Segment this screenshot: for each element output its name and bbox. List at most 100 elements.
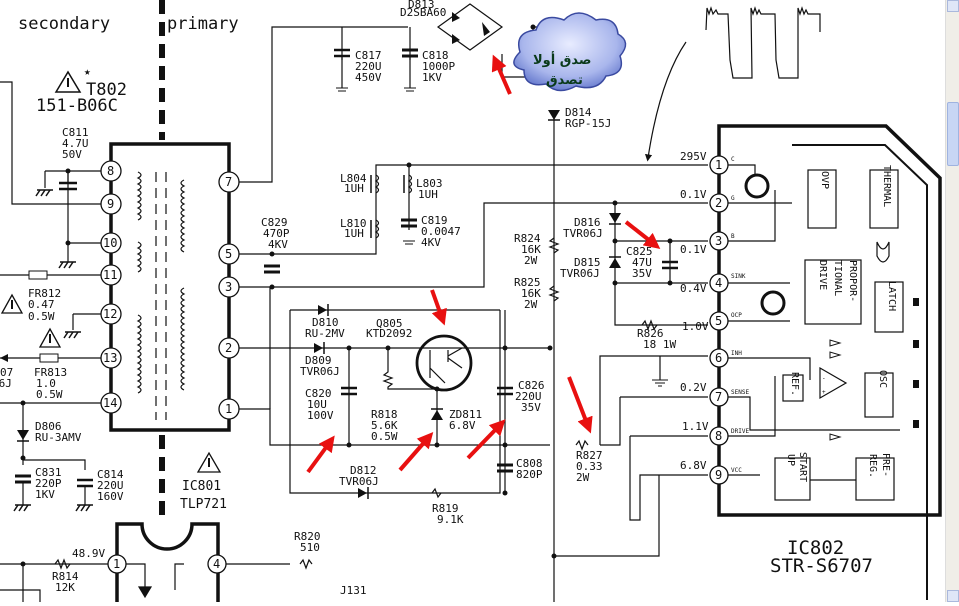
svg-text:14: 14 [103, 396, 117, 410]
svg-text:2W: 2W [524, 254, 538, 267]
svg-text:0.5W: 0.5W [371, 430, 398, 443]
svg-text:TLP721: TLP721 [180, 497, 227, 512]
ic801-label: IC801 TLP721 [180, 451, 227, 512]
svg-text:C: C [731, 156, 735, 163]
t802-pin-11: 11 [100, 264, 122, 286]
svg-text:4KV: 4KV [268, 238, 288, 251]
ground-symbol-pin6 [652, 379, 668, 387]
t802-pin-13: 13 [100, 347, 122, 369]
svg-text:-: - [822, 375, 826, 382]
svg-text:Q805: Q805 [376, 317, 403, 330]
svg-text:3: 3 [715, 234, 722, 248]
diode-d812: D812 TVR06J [339, 464, 379, 499]
t802-pin-8: 8 [100, 160, 122, 182]
t802-pin-5: 5 [218, 243, 240, 265]
secondary-label: secondary [18, 14, 110, 34]
svg-text:L810: L810 [340, 217, 367, 230]
vertical-scrollbar[interactable] [945, 0, 959, 602]
svg-text:C819: C819 [421, 214, 448, 227]
svg-text:8: 8 [107, 164, 114, 178]
svg-text:PRE-: PRE- [880, 453, 891, 477]
svg-text:06J: 06J [0, 377, 12, 390]
ic802-pin-3: 30.1VB [680, 231, 735, 256]
ic802-package [717, 124, 942, 517]
svg-text:INH: INH [731, 350, 742, 357]
svg-text:FR812: FR812 [28, 287, 61, 300]
svg-text:R818: R818 [371, 408, 398, 421]
svg-text:1: 1 [225, 402, 232, 416]
svg-text:D809: D809 [305, 354, 332, 367]
capacitor-c808: C808 820P [497, 457, 543, 481]
svg-text:START: START [797, 452, 808, 482]
svg-text:9: 9 [107, 197, 114, 211]
ic802-part-label: STR-S6707 [770, 555, 873, 577]
capacitor-c817: C817 220U 450V [334, 48, 382, 92]
schematic-canvas: secondary primary ★ T802 151-B06C 8 9 10… [0, 0, 942, 602]
svg-text:8: 8 [715, 429, 722, 443]
svg-text:5: 5 [715, 314, 722, 328]
svg-text:151-B06C: 151-B06C [36, 96, 118, 116]
svg-text:C814: C814 [97, 468, 124, 481]
resistor-r818: R818 5.6K 0.5W [371, 348, 437, 443]
svg-text:R819: R819 [432, 502, 459, 515]
svg-text:1: 1 [715, 158, 722, 172]
waveform-trace [705, 6, 821, 79]
svg-text:4: 4 [715, 276, 722, 290]
transistor-q805: Q805 KTD2092 [366, 317, 473, 392]
svg-text:18 1W: 18 1W [643, 338, 676, 351]
red-arrow-d813 [491, 54, 512, 95]
svg-text:160V: 160V [97, 490, 124, 503]
scroll-up-button[interactable] [947, 0, 959, 12]
svg-text:OVP: OVP [819, 171, 830, 189]
svg-text:5.6K: 5.6K [371, 419, 398, 432]
svg-text:0.5W: 0.5W [28, 310, 55, 323]
capacitor-c825: C825 47U 35V [626, 241, 678, 283]
svg-text:48.9V: 48.9V [72, 547, 105, 560]
scroll-thumb[interactable] [947, 102, 959, 166]
warning-icon [0, 293, 24, 314]
svg-text:FR813: FR813 [34, 366, 67, 379]
svg-text:220U: 220U [355, 60, 382, 73]
svg-text:0.2V: 0.2V [680, 381, 707, 394]
svg-text:9.1K: 9.1K [437, 513, 464, 526]
diode-d816: D816 TVR06J [563, 213, 621, 240]
svg-text:R827: R827 [576, 449, 603, 462]
svg-text:TIONAL: TIONAL [832, 260, 843, 296]
svg-text:RU-2MV: RU-2MV [305, 327, 345, 340]
svg-text:510: 510 [300, 541, 320, 554]
fuse-resistor-fr813: FR813 1.0 0.5W 07 06J [0, 327, 67, 401]
svg-text:50V: 50V [62, 148, 82, 161]
scroll-down-button[interactable] [947, 590, 959, 602]
capacitor-c819: C819 0.0047 4KV [401, 214, 461, 249]
svg-text:220U: 220U [97, 479, 124, 492]
svg-text:100V: 100V [307, 409, 334, 422]
svg-text:L804: L804 [340, 172, 367, 185]
zener-zd811: ZD811 6.8V [431, 389, 482, 445]
svg-text:9: 9 [715, 468, 722, 482]
optocoupler-internals [126, 563, 290, 599]
svg-text:5: 5 [225, 247, 232, 261]
svg-text:0.33: 0.33 [576, 460, 603, 473]
svg-text:+: + [822, 389, 826, 396]
bridge-rectifier-d813: D813 D2SBA60 [400, 0, 504, 51]
svg-text:C829: C829 [261, 216, 288, 229]
svg-text:DRIVE: DRIVE [817, 260, 828, 290]
callout-cloud: صدق أولا تصدق [513, 12, 627, 92]
capacitor-c814: C814 220U 160V [77, 468, 124, 505]
ground-symbols [13, 189, 93, 512]
svg-text:TVR06J: TVR06J [563, 227, 603, 240]
red-arrow-r827 [567, 376, 593, 434]
svg-text:1UH: 1UH [418, 188, 438, 201]
svg-text:11: 11 [103, 268, 117, 282]
svg-text:VCC: VCC [731, 467, 742, 474]
svg-text:C818: C818 [422, 49, 449, 62]
t802-pin-2: 2 [218, 337, 240, 359]
svg-text:D806: D806 [35, 420, 62, 433]
svg-text:D812: D812 [350, 464, 377, 477]
diode-d810: D810 RU-2MV [305, 304, 345, 340]
svg-text:RGP-15J: RGP-15J [565, 117, 611, 130]
svg-text:12: 12 [103, 307, 117, 321]
svg-text:1UH: 1UH [344, 227, 364, 240]
